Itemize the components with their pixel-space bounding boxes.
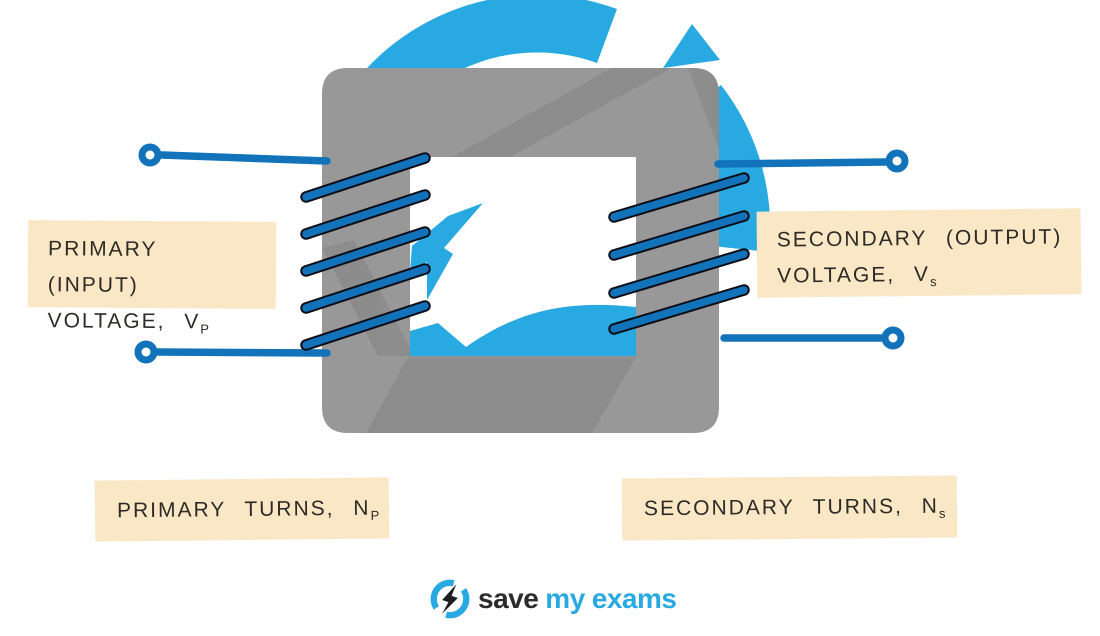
primary-top-wire bbox=[158, 151, 331, 165]
secondary-top-wire bbox=[714, 158, 889, 168]
watermark-bolt-middle bbox=[410, 203, 483, 300]
brand-text-exams: exams bbox=[591, 583, 677, 614]
terminals bbox=[134, 143, 909, 364]
primary-voltage-label: PRIMARY (INPUT) VOLTAGE, VP bbox=[27, 220, 277, 337]
primary-turns-text: PRIMARY TURNS, NP bbox=[116, 496, 380, 523]
secondary-coil bbox=[608, 172, 750, 335]
secondary-turns-subscript: s bbox=[938, 505, 946, 521]
primary-top-terminal bbox=[138, 143, 162, 167]
primary-bottom-terminal bbox=[134, 340, 158, 364]
watermark-bottom-band bbox=[410, 304, 636, 356]
primary-voltage-line1: PRIMARY (INPUT) bbox=[47, 237, 158, 297]
primary-turns-label: PRIMARY TURNS, NP bbox=[94, 477, 390, 542]
secondary-voltage-line1: SECONDARY (OUTPUT) bbox=[776, 225, 1063, 252]
brand-footer: save my exams bbox=[429, 578, 677, 620]
secondary-turns-label: SECONDARY TURNS, Ns bbox=[621, 475, 958, 541]
secondary-top-terminal bbox=[885, 149, 909, 173]
brand-text-save: save bbox=[478, 583, 539, 614]
secondary-voltage-subscript: s bbox=[929, 274, 937, 290]
brand-text-my: my bbox=[545, 583, 585, 614]
secondary-bottom-terminal bbox=[881, 326, 905, 350]
secondary-turns-text: SECONDARY TURNS, Ns bbox=[643, 494, 946, 521]
core-shading bbox=[322, 68, 719, 433]
savemyexams-lightning-circle-icon bbox=[430, 579, 470, 619]
primary-voltage-subscript: P bbox=[200, 321, 210, 337]
primary-coil bbox=[300, 152, 431, 351]
primary-bottom-wire bbox=[154, 348, 331, 357]
secondary-voltage-line2: VOLTAGE, Vs bbox=[777, 262, 937, 290]
primary-voltage-line2: VOLTAGE, VP bbox=[47, 309, 210, 337]
lead-wires bbox=[154, 151, 889, 357]
secondary-voltage-label: SECONDARY (OUTPUT) VOLTAGE, Vs bbox=[756, 208, 1082, 298]
primary-turns-subscript: P bbox=[370, 507, 380, 523]
watermark-bolt-tip bbox=[663, 24, 720, 68]
